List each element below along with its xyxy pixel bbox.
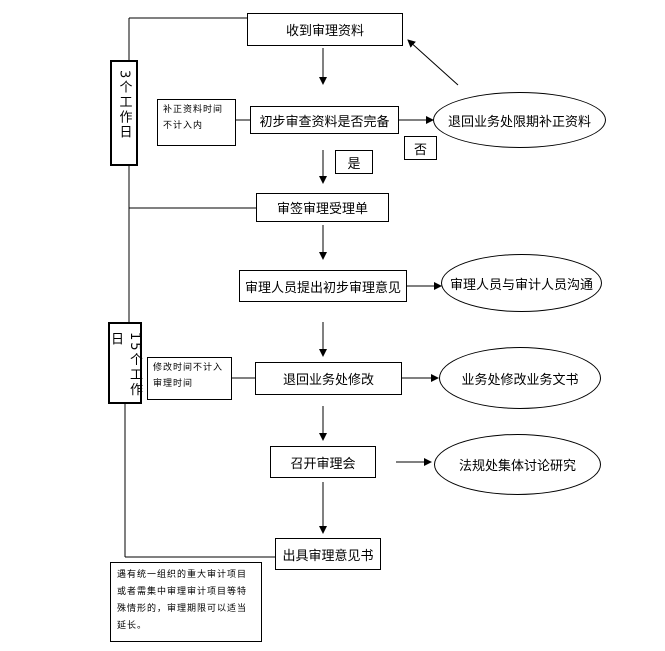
- step-propose-opinion: 审理人员提出初步审理意见: [239, 270, 407, 302]
- branch-legal-discussion: 法规处集体讨论研究: [434, 434, 601, 495]
- branch-return-supplement: 退回业务处限期补正资料: [433, 92, 606, 148]
- step-issue-opinion: 出具审理意见书: [275, 538, 381, 570]
- no-label: 否: [404, 136, 437, 160]
- step-initial-check: 初步审查资料是否完备: [250, 106, 399, 134]
- duration-fifteen-days: 15个工作日: [108, 322, 142, 404]
- yes-label: 是: [335, 150, 373, 174]
- step-sign-acceptance: 审签审理受理单: [256, 193, 389, 222]
- step-return-modify: 退回业务处修改: [255, 362, 402, 395]
- note-extension: 遇有统一组织的重大审计项目或者需集中审理审计项目等特殊情形的，审理期限可以适当延…: [110, 562, 262, 642]
- step-receive-materials: 收到审理资料: [247, 13, 403, 46]
- note-modify-time: 修改时间不计入审理时间: [147, 357, 232, 400]
- branch-modify-document: 业务处修改业务文书: [439, 347, 601, 409]
- branch-communicate: 审理人员与审计人员沟通: [441, 254, 602, 312]
- note-supplement-time: 补正资料时间不计入内: [157, 99, 236, 146]
- arrow-return-to-receive: [407, 39, 459, 86]
- step-hold-meeting: 召开审理会: [270, 446, 376, 478]
- duration-three-days: 3个工作日: [110, 60, 138, 166]
